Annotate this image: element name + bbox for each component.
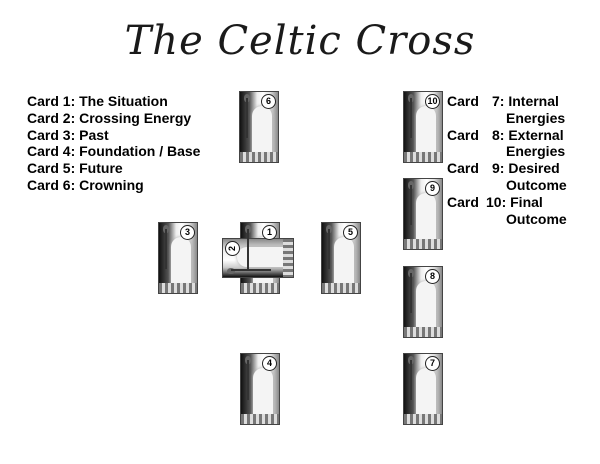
flame-icon (227, 268, 235, 274)
legend-label: Card (447, 193, 479, 210)
legend-item: Card 5: Future (27, 160, 123, 177)
card-number-badge: 4 (262, 356, 277, 371)
legend-left: Card 1: The Situation Card 2: Crossing E… (27, 93, 200, 194)
card-9: 9 (403, 178, 443, 250)
staff-icon (410, 98, 412, 138)
card-8: 8 (403, 266, 443, 338)
legend-item: Card 2: Crossing Energy (27, 109, 192, 126)
legend-text: Desired (508, 160, 560, 177)
legend-item: Card 7: Internal (447, 93, 567, 110)
staff-icon (410, 273, 412, 313)
legend-label: Card (447, 126, 479, 143)
staff-icon (410, 360, 412, 400)
legend-text: Internal (508, 93, 559, 109)
card-number-badge: 5 (343, 225, 358, 240)
card-3: 3 (158, 222, 198, 294)
card-number-badge: 3 (180, 225, 195, 240)
legend-num: 8: (492, 126, 505, 143)
staff-icon (247, 229, 249, 269)
page-title: The Celtic Cross (124, 18, 476, 64)
staff-icon (410, 185, 412, 225)
legend-text-cont: Energies (506, 143, 566, 160)
legend-label: Card (447, 93, 479, 109)
staff-icon (165, 229, 167, 269)
legend-item: Card 1: The Situation (27, 93, 168, 109)
card-10: 10 (403, 91, 443, 163)
card-7: 7 (403, 353, 443, 425)
legend-item: Card 10: Final (447, 194, 567, 211)
card-number-badge: 2 (225, 241, 240, 256)
legend-text-cont: Outcome (506, 176, 567, 193)
card-6: 6 (239, 91, 279, 163)
card-4: 4 (240, 353, 280, 425)
card-number-badge: 9 (425, 181, 440, 196)
card-number-badge: 7 (425, 356, 440, 371)
card-number-badge: 1 (262, 225, 277, 240)
card-number-badge: 8 (425, 269, 440, 284)
legend-item: Card 6: Crowning (27, 176, 144, 193)
card-5: 5 (321, 222, 361, 294)
legend-item: Card 4: Foundation / Base (27, 143, 201, 160)
legend-text: Final (510, 193, 543, 210)
card-number-badge: 6 (261, 94, 276, 109)
staff-icon (231, 269, 271, 271)
legend-right: Card 7: Internal Energies Card 8: External… (447, 93, 567, 227)
legend-item: Card 3: Past (27, 126, 109, 143)
legend-text-cont: Outcome (506, 210, 567, 227)
legend-num: 10: (486, 193, 507, 210)
legend-text-cont: Energies (506, 109, 566, 126)
card-number-badge: 10 (425, 94, 440, 109)
card-2: 2 (222, 238, 294, 278)
staff-icon (247, 360, 249, 400)
legend-text: External (508, 126, 564, 143)
legend-item: Card 8: External (447, 127, 567, 144)
legend-num: 7: (492, 93, 505, 109)
legend-item: Card 9: Desired (447, 160, 567, 177)
legend-label: Card (447, 160, 479, 177)
staff-icon (328, 229, 330, 269)
staff-icon (246, 98, 248, 138)
legend-num: 9: (492, 160, 505, 177)
